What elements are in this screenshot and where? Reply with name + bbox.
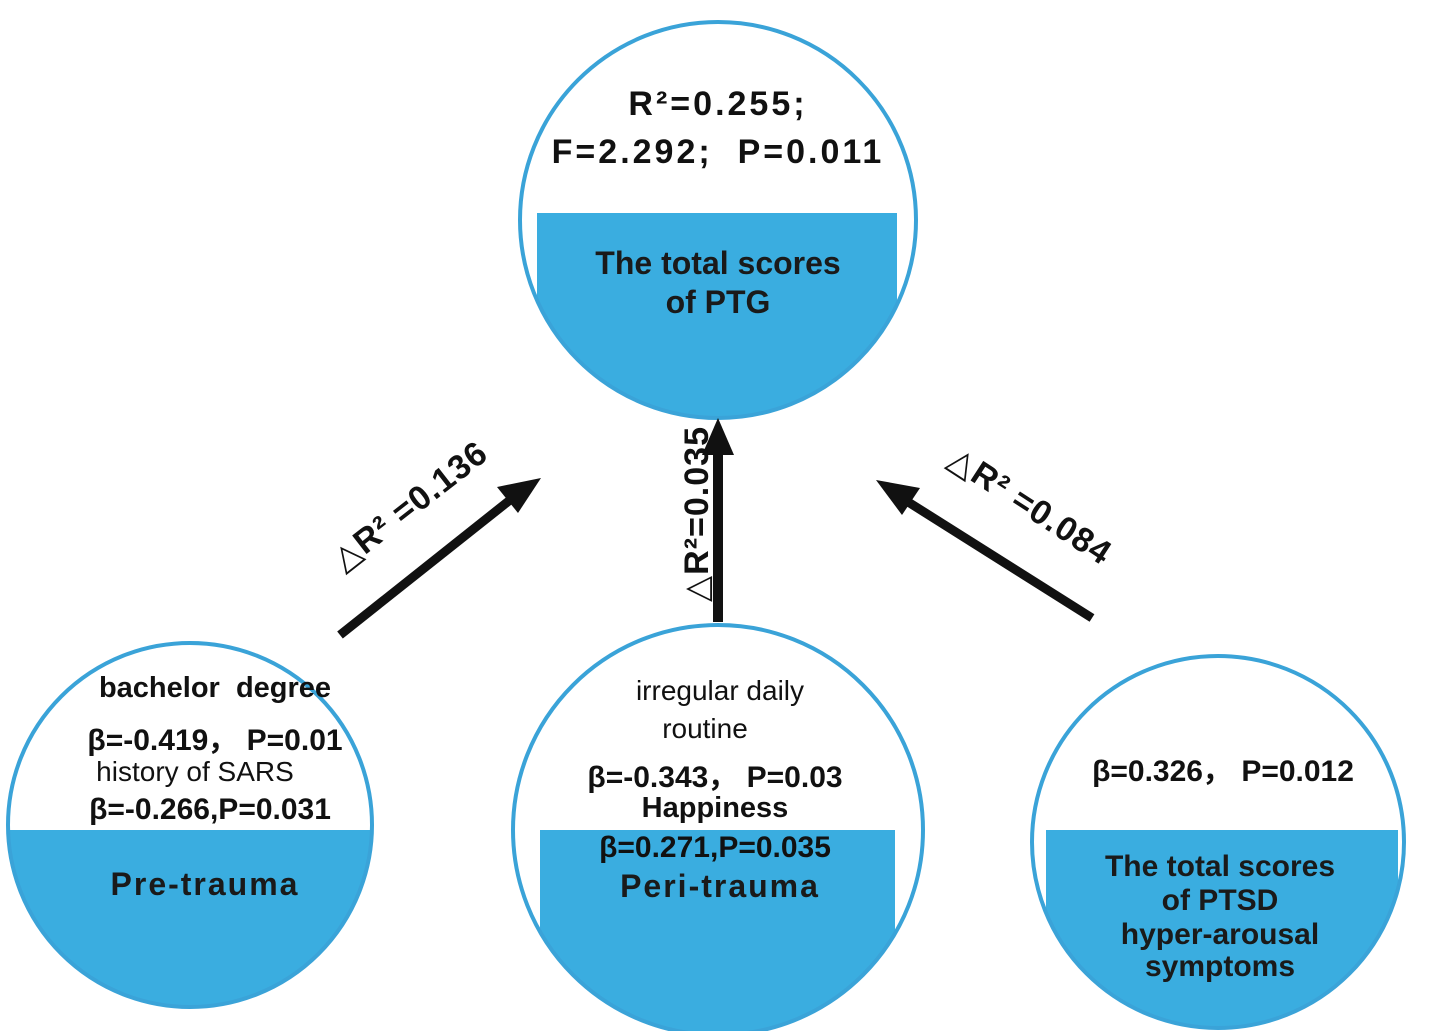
ptg-stats-line1: R²=0.255; [628,85,808,123]
peri-trauma-var1-line2: routine [662,713,748,744]
peri-trauma-var1-stats: β=-0.343， P=0.03 [587,761,843,794]
pre-trauma-var1-stats: β=-0.419， P=0.01 [87,724,343,757]
peri-trauma-var2: Happiness [641,792,789,824]
node-pre-trauma-fill [8,830,372,1007]
node-pre-trauma-outline [6,641,374,1009]
ptsd-label-line3: hyper-arousal [1120,918,1320,951]
ptg-label-line1: The total scores [595,245,841,281]
node-peri-trauma-outline [511,623,925,1031]
arrow-right [876,480,1095,622]
node-peri-trauma [511,623,925,1031]
ptsd-label-line4: symptoms [1144,950,1296,983]
arrow-middle-label: △R²=0.035 [678,426,716,602]
pre-trauma-var2-stats: β=-0.266,P=0.031 [89,793,331,826]
arrow-left [337,478,541,639]
peri-trauma-var2-stats: β=0.271,P=0.035 [599,831,831,864]
arrow-middle [702,418,734,622]
ptsd-label-line1: The total scores [1104,850,1336,883]
ptsd-label-line2: of PTSD [1161,884,1279,917]
ptg-label-line2: of PTG [665,284,771,320]
pre-trauma-label: Pre-trauma [110,866,300,902]
ptg-stats-line2: F=2.292; P=0.011 [551,133,885,171]
peri-trauma-label: Peri-trauma [620,868,820,904]
node-ptsd-outline [1030,654,1406,1030]
pre-trauma-var2: history of SARS [96,756,294,787]
ptsd-stats: β=0.326， P=0.012 [1092,755,1354,788]
peri-trauma-var1-line1: irregular daily [635,675,805,706]
node-ptg [518,20,918,420]
pre-trauma-var1: bachelor degree [98,672,332,704]
